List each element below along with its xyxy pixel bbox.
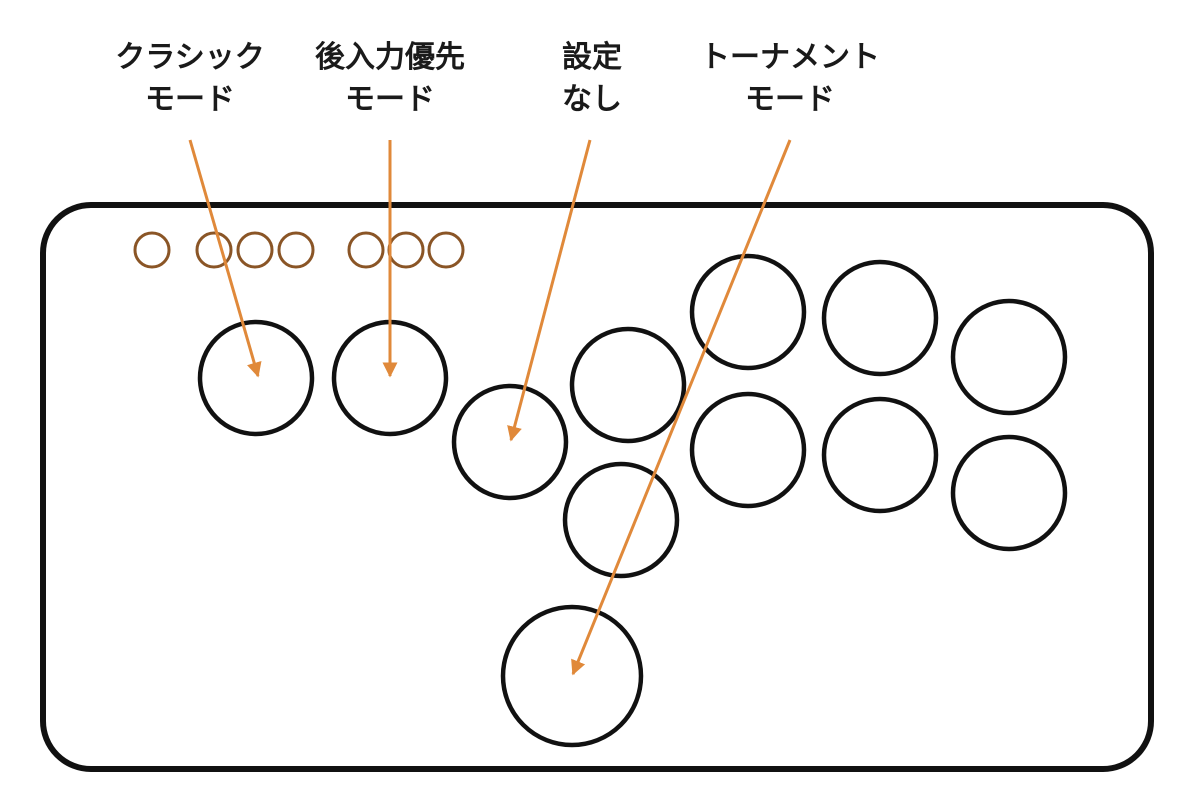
- label-line: 設定: [562, 40, 622, 75]
- label-tournament-mode: トーナメント モード: [700, 37, 880, 121]
- label-line: モード: [745, 82, 835, 117]
- label-line: トーナメント: [700, 40, 880, 75]
- button-up-thumb: [500, 604, 644, 748]
- label-last-input-priority-mode: 後入力優先 モード: [315, 37, 465, 121]
- small-button: [195, 231, 233, 269]
- small-button: [347, 231, 385, 269]
- arrow-no-setting: [507, 139, 592, 442]
- small-button: [387, 231, 425, 269]
- label-line: モード: [345, 82, 435, 117]
- small-button: [133, 231, 171, 269]
- button: [950, 434, 1068, 552]
- label-classic-mode: クラシック モード: [115, 37, 264, 121]
- arrow-tournament: [571, 139, 792, 676]
- button: [950, 298, 1068, 416]
- small-button: [277, 231, 315, 269]
- button: [569, 326, 687, 444]
- button: [821, 259, 939, 377]
- label-line: クラシック: [115, 40, 265, 75]
- label-line: なし: [562, 82, 622, 117]
- button-left: [197, 319, 315, 437]
- label-no-setting: 設定 なし: [562, 37, 622, 121]
- small-buttons: [133, 231, 465, 269]
- button: [689, 391, 807, 509]
- arrow-classic: [188, 139, 262, 378]
- small-button: [427, 231, 465, 269]
- button: [689, 253, 807, 371]
- button-up: [562, 461, 680, 579]
- label-line: 後入力優先: [315, 40, 465, 75]
- small-button: [236, 231, 274, 269]
- label-line: モード: [145, 82, 235, 117]
- controller-body: [40, 202, 1154, 772]
- button: [821, 396, 939, 514]
- button-right: [451, 383, 569, 501]
- large-buttons: [197, 253, 1068, 748]
